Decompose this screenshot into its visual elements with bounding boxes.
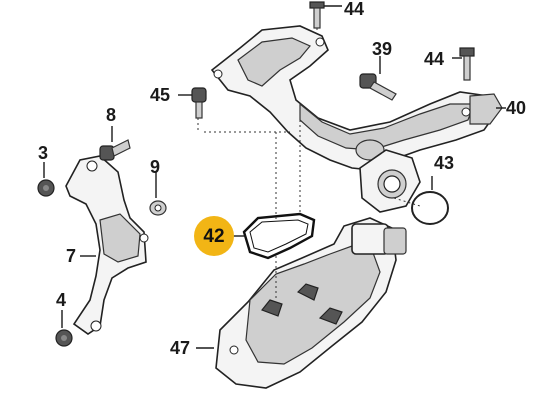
bolt-8 (99, 126, 131, 161)
nut-3 (37, 162, 55, 197)
bushing-9 (149, 172, 167, 216)
bolt-44-right (452, 47, 475, 81)
nut-4 (55, 310, 73, 347)
bolt-39 (359, 56, 397, 101)
callout-9: 9 (150, 157, 161, 177)
intake-manifold-47 (196, 217, 407, 389)
callout-8: 8 (106, 105, 117, 125)
callout-7: 7 (66, 246, 77, 266)
callout-39: 39 (372, 39, 393, 59)
callout-4: 4 (56, 290, 67, 310)
callout-42-highlight: 42 (194, 216, 234, 256)
gasket-42 (232, 212, 316, 260)
callout-44-right: 44 (424, 49, 445, 69)
callout-44-top: 44 (344, 0, 365, 19)
callout-40: 40 (506, 98, 527, 118)
guide-lines (204, 120, 421, 300)
callout-47: 47 (170, 338, 191, 358)
callout-45: 45 (150, 85, 171, 105)
callout-43: 43 (434, 153, 455, 173)
callout-3: 3 (38, 143, 49, 163)
gasket-43 (411, 176, 449, 225)
egr-pipe-assembly (210, 25, 503, 213)
bracket-7 (65, 155, 149, 335)
bolt-45 (178, 87, 207, 132)
